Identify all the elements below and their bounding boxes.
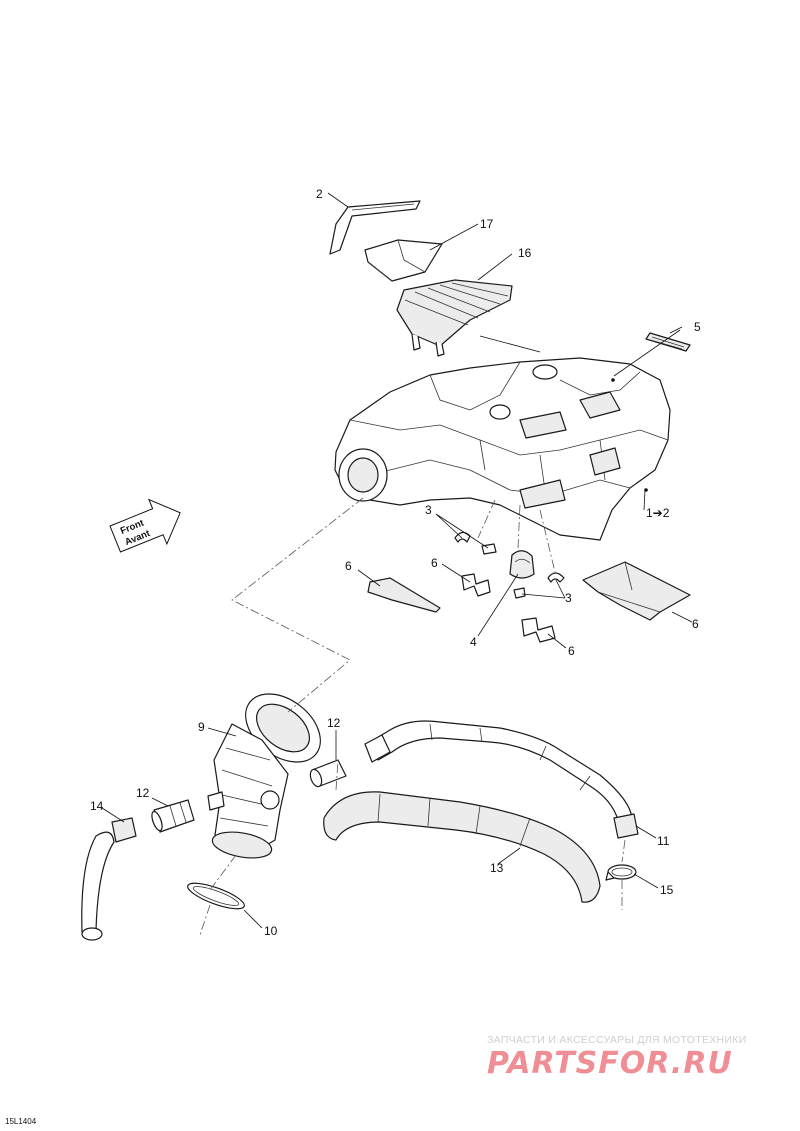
callout-11: 11 — [657, 834, 670, 848]
part-2-seal — [329, 200, 421, 255]
callout-3-lower: 3 — [565, 591, 572, 605]
callout-15: 15 — [660, 883, 674, 897]
part-5-decal — [645, 332, 691, 352]
part-12-fitting-left — [151, 799, 195, 833]
callout-5: 5 — [694, 320, 701, 334]
callout-4: 4 — [470, 635, 477, 649]
part-6-pad-lower — [521, 617, 556, 643]
diagram-code: 15L1404 — [5, 1117, 37, 1126]
part-6-pad-left — [367, 577, 441, 613]
callout-12-right: 12 — [327, 716, 341, 730]
front-arrow: Front Avant — [109, 498, 181, 553]
part-3-clips-lower — [513, 572, 565, 599]
callout-14: 14 — [90, 799, 104, 813]
part-3-clips-upper — [454, 531, 497, 555]
part-9-intake-elbow — [207, 693, 321, 859]
part-11-breather-hose — [364, 720, 639, 839]
callout-13: 13 — [490, 861, 504, 875]
callout-12-left: 12 — [136, 786, 150, 800]
watermark-tagline: ЗАПЧАСТИ И АКСЕССУАРЫ ДЛЯ МОТОТЕХНИКИ — [487, 1034, 747, 1046]
part-4-grommet — [509, 550, 535, 579]
part-12-fitting-right — [309, 759, 347, 788]
watermark-brand: PARTSFOR.RU — [487, 1046, 733, 1081]
part-15-clamp — [605, 864, 637, 881]
callouts: 2 17 16 5 1➔2 3 6 6 3 6 4 6 9 12 12 14 1… — [90, 187, 701, 938]
part-17-filter-element — [364, 239, 443, 282]
callout-1-to-2: 1➔2 — [646, 506, 670, 520]
callout-6-right: 6 — [692, 617, 699, 631]
part-10-ring-clamp — [187, 882, 245, 910]
callout-17: 17 — [480, 217, 494, 231]
part-6-pad-right — [582, 561, 691, 621]
part-13-hose — [323, 791, 601, 903]
callout-16: 16 — [518, 246, 532, 260]
callout-3-upper: 3 — [425, 503, 432, 517]
part-16-air-filter — [396, 279, 513, 357]
leader-lines — [101, 192, 693, 929]
part-14-hose — [81, 817, 137, 941]
part-6-pad-middle — [461, 573, 491, 597]
callout-10: 10 — [264, 924, 278, 938]
alignment-lines — [199, 497, 626, 936]
callout-6-left: 6 — [345, 559, 352, 573]
callout-2: 2 — [316, 187, 323, 201]
part-1-air-box — [334, 357, 671, 541]
callout-6-middle: 6 — [431, 556, 438, 570]
callout-6-lower: 6 — [568, 644, 575, 658]
callout-9: 9 — [198, 720, 205, 734]
